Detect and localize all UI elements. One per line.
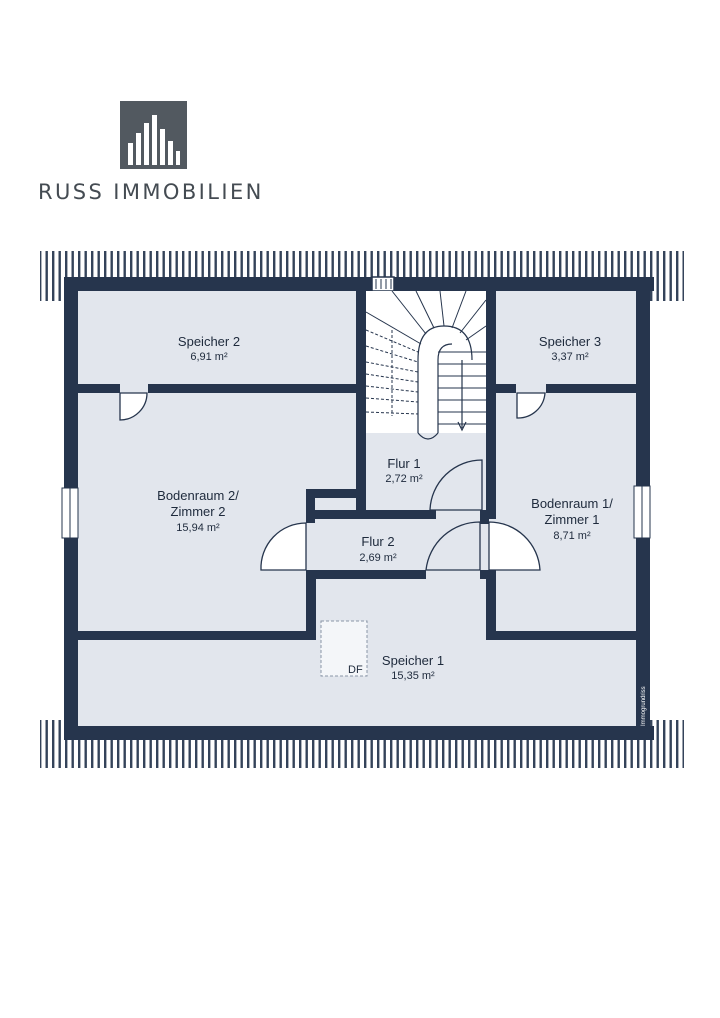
room-name-line1: Bodenraum 2/: [157, 488, 239, 503]
room-area: 15,35 m²: [391, 670, 435, 682]
room-area: 8,71 m²: [553, 530, 591, 542]
room-name: Speicher 3: [539, 334, 601, 349]
skylight: [320, 620, 368, 677]
room-area: 3,37 m²: [551, 351, 589, 363]
room-speicher-2: Speicher 2 6,91 m²: [178, 334, 240, 363]
room-name-line2: Zimmer 1: [545, 512, 600, 527]
room-area: 2,72 m²: [385, 473, 423, 485]
logo-header: RUSS IMMOBILIEN: [0, 0, 720, 220]
room-name: Flur 2: [361, 534, 394, 549]
room-bodenraum-2: Bodenraum 2/ Zimmer 2 15,94 m²: [157, 488, 239, 534]
room-speicher-3: Speicher 3 3,37 m²: [539, 334, 601, 363]
room-name-line2: Zimmer 2: [171, 504, 226, 519]
skylight-label: DF: [348, 664, 363, 676]
door-swings: [119, 392, 546, 571]
room-name: Flur 1: [387, 456, 420, 471]
room-bodenraum-1: Bodenraum 1/ Zimmer 1 8,71 m²: [531, 496, 613, 542]
room-flur-1: Flur 1 2,72 m²: [385, 456, 423, 485]
room-name: Speicher 1: [382, 653, 444, 668]
room-area: 15,94 m²: [176, 522, 220, 534]
watermark: Immogrundriss: [641, 686, 647, 726]
interior-walls: [78, 291, 638, 640]
brand-name: RUSS IMMOBILIEN: [38, 180, 264, 204]
room-area: 2,69 m²: [359, 552, 397, 564]
staircase: [365, 290, 487, 440]
room-name: Speicher 2: [178, 334, 240, 349]
room-flur-2: Flur 2 2,69 m²: [359, 534, 397, 564]
room-speicher-1: Speicher 1 15,35 m²: [382, 653, 444, 682]
building-bars-icon: [120, 101, 187, 169]
room-name-line1: Bodenraum 1/: [531, 496, 613, 511]
room-area: 6,91 m²: [190, 351, 228, 363]
